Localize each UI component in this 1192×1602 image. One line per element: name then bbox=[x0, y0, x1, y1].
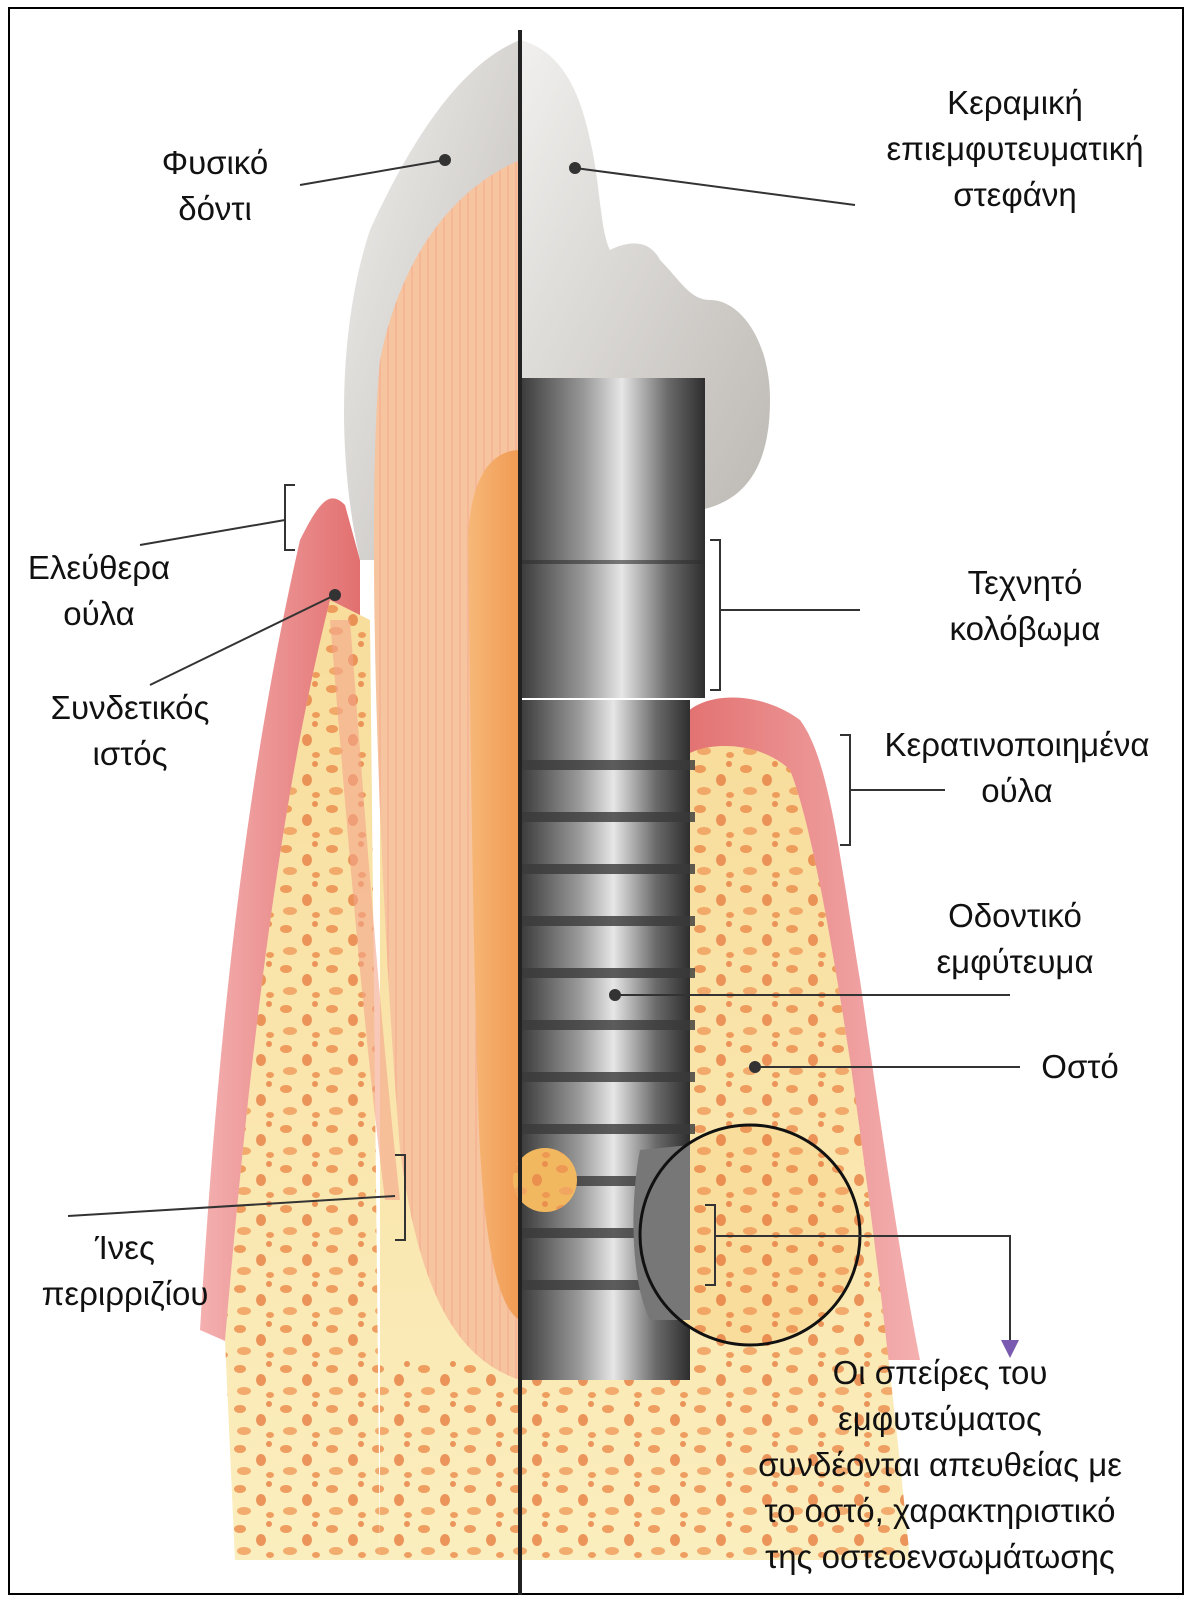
natural-tooth-half bbox=[200, 40, 520, 1560]
label-keratinized-gingiva: Κερατινοποιημένα ούλα bbox=[862, 722, 1172, 814]
label-free-gingiva: Ελεύθερα ούλα bbox=[14, 545, 184, 637]
label-connective-tissue: Συνδετικός ιστός bbox=[30, 685, 230, 777]
label-natural-tooth: Φυσικό δόντι bbox=[140, 140, 290, 232]
label-ceramic-crown: Κεραμική επιεμφυτευματική στεφάνη bbox=[855, 80, 1175, 218]
label-pdl-fibers: Ίνες περιρριζίου bbox=[20, 1225, 230, 1317]
implant-half bbox=[513, 40, 920, 1560]
label-osseointegration-note: Οι σπείρες του εμφυτεύματος συνδέονται α… bbox=[730, 1350, 1150, 1580]
label-artificial-abutment: Τεχνητό κολόβωμα bbox=[930, 560, 1120, 652]
label-dental-implant: Οδοντικό εμφύτευμα bbox=[915, 893, 1115, 985]
label-bone: Οστό bbox=[1030, 1044, 1130, 1090]
abutment bbox=[520, 378, 705, 698]
